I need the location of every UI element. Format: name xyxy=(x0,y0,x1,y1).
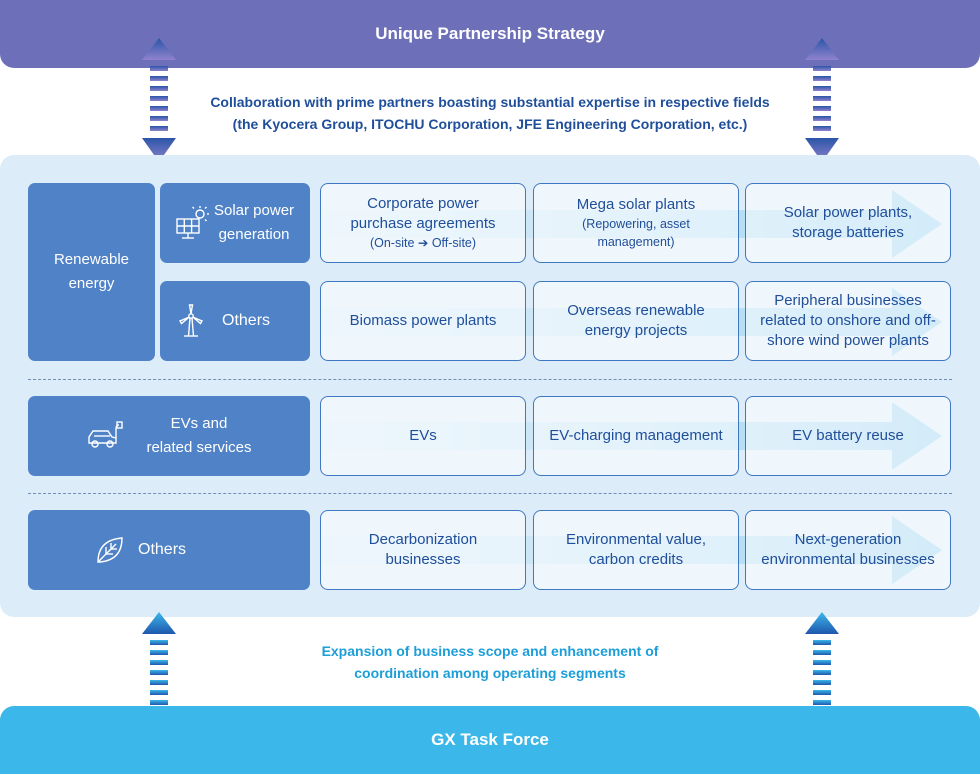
cell-text-line: Biomass power plants xyxy=(349,312,497,329)
leaf-icon xyxy=(94,534,126,566)
cell-ev-battery-reuse: EV battery reuse xyxy=(745,396,951,476)
collaboration-caption-line2: (the Kyocera Group, ITOCHU Corporation, … xyxy=(232,116,748,132)
cell-mega-solar: Mega solar plants (Repowering, asset man… xyxy=(533,183,739,263)
others-label: Others xyxy=(138,541,187,558)
expansion-caption-line2: coordination among operating segments xyxy=(354,665,626,681)
solar-label-line1: Solar power xyxy=(214,202,295,219)
cell-subtext: (Repowering, asset xyxy=(582,217,690,231)
right-top-double-arrow-icon xyxy=(805,38,839,162)
partnership-strategy-title: Unique Partnership Strategy xyxy=(375,24,605,43)
left-top-double-arrow-icon xyxy=(142,38,176,162)
cell-text-line: EV-charging management xyxy=(549,427,723,444)
category-evs: EVs and related services xyxy=(28,396,310,476)
cell-text-line: environmental businesses xyxy=(761,551,935,568)
cell-text-line: Solar power plants, xyxy=(783,204,913,221)
cell-decarbonization: Decarbonization businesses xyxy=(320,510,526,590)
cell-next-gen-environmental: Next-generation environmental businesses xyxy=(745,510,951,590)
evs-label-line2: related services xyxy=(146,439,252,456)
category-renewable-others: Others xyxy=(160,281,310,361)
cell-evs: EVs xyxy=(320,396,526,476)
cell-environmental-value: Environmental value, carbon credits xyxy=(533,510,739,590)
cell-text-line: Corporate power xyxy=(367,195,479,212)
cell-text-line: Environmental value, xyxy=(565,531,707,548)
cell-text-line: Peripheral businesses xyxy=(774,292,922,309)
cell-text-line: related to onshore and off- xyxy=(760,312,936,329)
section-divider xyxy=(28,493,952,494)
solar-panel-icon xyxy=(174,205,210,241)
wind-turbine-icon xyxy=(174,303,208,339)
renewable-label-line2: energy xyxy=(68,275,115,292)
cell-text-line: businesses xyxy=(385,551,461,568)
collaboration-caption: Collaboration with prime partners boasti… xyxy=(150,91,830,135)
cell-text-line: storage batteries xyxy=(792,224,904,241)
evs-label-line1: EVs and xyxy=(170,415,228,432)
cell-text-line: Overseas renewable xyxy=(567,302,705,319)
cell-subtext: management) xyxy=(597,235,675,249)
cell-text-line: EVs xyxy=(409,427,437,444)
cell-biomass: Biomass power plants xyxy=(320,281,526,361)
renewable-others-label: Others xyxy=(222,312,271,329)
renewable-label-line1: Renewable xyxy=(53,251,130,268)
cell-subtext: (On-site ➔ Off-site) xyxy=(369,236,477,250)
category-renewable-energy: Renewable energy xyxy=(28,183,155,361)
cell-corporate-ppa: Corporate power purchase agreements (On-… xyxy=(320,183,526,263)
cell-text-line: carbon credits xyxy=(588,551,684,568)
cell-overseas-renewable: Overseas renewable energy projects xyxy=(533,281,739,361)
section-divider xyxy=(28,379,952,380)
expansion-caption-line1: Expansion of business scope and enhancem… xyxy=(321,643,659,659)
cell-text-line: Decarbonization xyxy=(368,531,478,548)
cell-text-line: EV battery reuse xyxy=(792,427,904,444)
cell-wind-peripheral: Peripheral businesses related to onshore… xyxy=(745,281,951,361)
expansion-caption: Expansion of business scope and enhancem… xyxy=(150,640,830,684)
gx-task-force-banner: GX Task Force xyxy=(0,706,980,774)
collaboration-caption-line1: Collaboration with prime partners boasti… xyxy=(210,94,770,110)
cell-text-line: purchase agreements xyxy=(350,215,496,232)
cell-text-line: energy projects xyxy=(584,322,688,339)
category-solar-power: Solar power generation xyxy=(160,183,310,263)
cell-text-line: Mega solar plants xyxy=(576,196,696,213)
solar-label-line2: generation xyxy=(218,226,290,243)
ev-car-icon xyxy=(86,421,124,451)
gx-task-force-title: GX Task Force xyxy=(431,730,549,749)
cell-ev-charging: EV-charging management xyxy=(533,396,739,476)
cell-text-line: Next-generation xyxy=(794,531,902,548)
cell-solar-storage: Solar power plants, storage batteries xyxy=(745,183,951,263)
category-others: Others xyxy=(28,510,310,590)
cell-text-line: shore wind power plants xyxy=(767,332,929,349)
